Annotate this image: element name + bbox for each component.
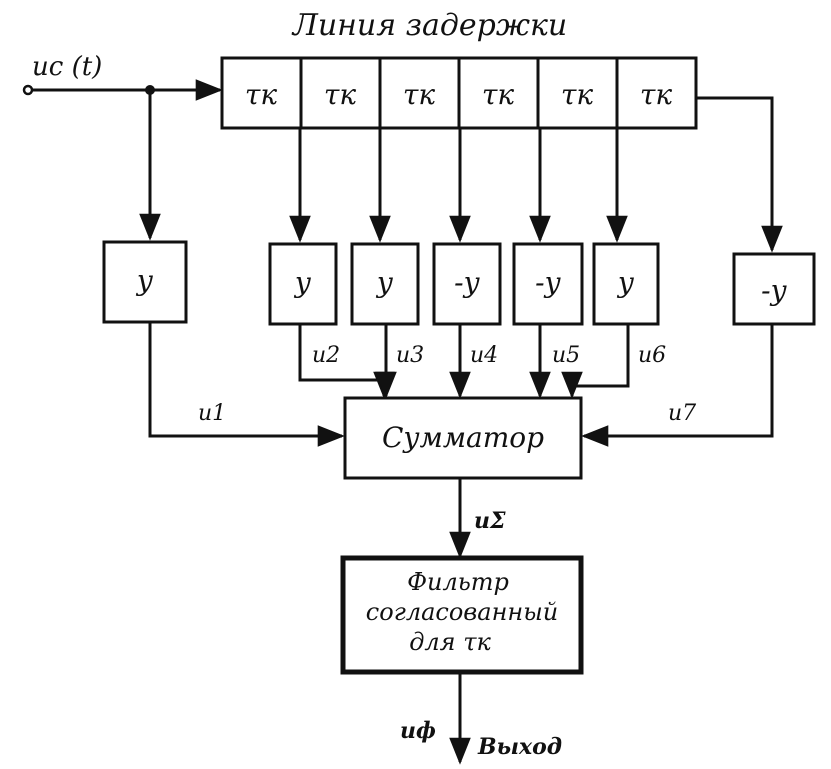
signal-line	[581, 324, 774, 447]
sum-signal-label: uΣ	[474, 508, 506, 534]
signal-label-u1: u1	[198, 401, 226, 426]
summator-label: Сумматор	[382, 421, 544, 454]
delay-cell	[299, 56, 382, 130]
signal-label-u3: u3	[396, 343, 424, 368]
output-signal-label: uф	[400, 718, 436, 744]
amplifier-box	[732, 252, 816, 326]
output-label: Выход	[477, 734, 562, 760]
amplifier-box	[432, 242, 502, 326]
amplifier-label: у	[616, 266, 635, 299]
delay-cell	[378, 56, 461, 130]
delay-cell-label: τк	[324, 78, 356, 111]
amplifier-label: -у	[761, 274, 787, 307]
delay-cell-label: τк	[640, 78, 672, 111]
delay-cell	[615, 56, 698, 130]
amplifier-box	[102, 240, 188, 324]
amplifier-label: у	[293, 266, 312, 299]
filter-box	[340, 555, 584, 675]
amplifier-label: у	[135, 264, 154, 297]
amplifier-box	[350, 242, 420, 326]
delay-cell-label: τк	[403, 78, 435, 111]
filter-label-line2: согласованный	[366, 598, 558, 626]
input-label: uс (t)	[32, 52, 102, 82]
delay-cell-label: τк	[245, 78, 277, 111]
delay-cell-label: τк	[482, 78, 514, 111]
signal-label-u4: u4	[470, 343, 498, 368]
delay-line-title: Линия задержки	[291, 8, 567, 43]
delay-cell	[536, 56, 619, 130]
summator-box	[343, 396, 583, 480]
signal-line	[148, 322, 345, 447]
delay-line: τк τк τк τк τк τк	[220, 56, 698, 130]
amplifier-box	[268, 242, 338, 326]
input-terminal	[22, 84, 34, 96]
amplifier-label: -у	[454, 266, 480, 299]
delay-cell-label: τк	[561, 78, 593, 111]
amplifier-label: у	[375, 266, 394, 299]
filter-label-line1: Фильтр	[407, 568, 509, 596]
amplifier-box	[592, 242, 660, 326]
amplifier-box	[512, 242, 584, 326]
signal-label-u7: u7	[668, 401, 696, 426]
amplifiers: у у у -у -у у -у	[102, 240, 816, 326]
amplifier-label: -у	[535, 266, 561, 299]
delay-cell	[457, 56, 540, 130]
signal-line	[561, 324, 630, 399]
filter-label-line3: для τк	[409, 628, 491, 656]
signal-label-u5: u5	[552, 343, 580, 368]
signal-label-u6: u6	[638, 343, 666, 368]
tap-line	[696, 96, 783, 253]
signal-label-u2: u2	[312, 343, 340, 368]
